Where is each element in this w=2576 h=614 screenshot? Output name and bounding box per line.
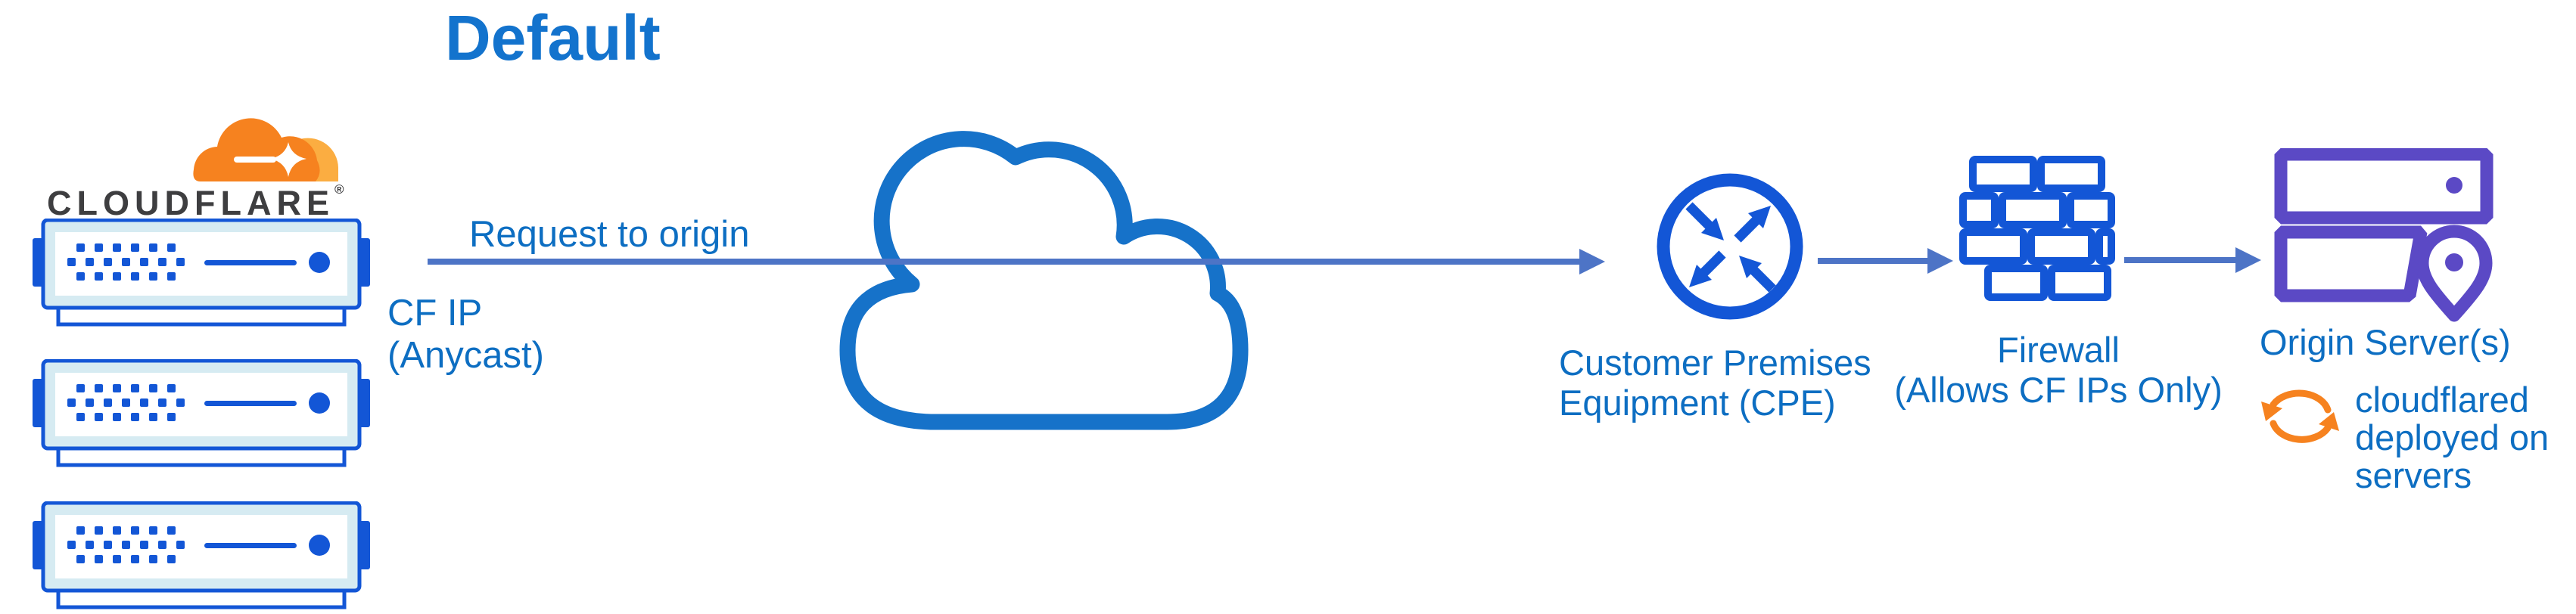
wordmark-text: CLOUDFLARE [47, 184, 334, 222]
cloudflared-note-line2: deployed on [2355, 417, 2550, 457]
cpe-label: Customer Premises Equipment (CPE) [1559, 343, 1871, 423]
cpe-router-icon [1657, 173, 1803, 320]
firewall-label: Firewall (Allows CF IPs Only) [1869, 330, 2248, 410]
request-to-origin-label: Request to origin [469, 214, 750, 255]
origin-servers-label: Origin Server(s) [2260, 322, 2511, 362]
firewall-label-line1: Firewall [1997, 330, 2120, 370]
cf-ip-anycast-label: CF IP (Anycast) [387, 292, 544, 377]
registered-mark: ® [334, 182, 344, 197]
cloudflare-logo-icon [193, 118, 338, 181]
origin-server-icon [2274, 148, 2494, 322]
arrow-firewall-to-origin [2124, 247, 2261, 273]
arrow-cpe-to-firewall [1818, 248, 1953, 274]
internet-cloud-icon [839, 131, 1249, 430]
firewall-label-line2: (Allows CF IPs Only) [1894, 370, 2223, 410]
anycast-line: (Anycast) [387, 335, 544, 376]
cpe-label-line2: Equipment (CPE) [1559, 383, 1836, 423]
firewall-icon [1959, 156, 2115, 301]
cf-ip-line: CF IP [387, 293, 483, 333]
cloudflare-wordmark: CLOUDFLARE® [47, 182, 344, 223]
edge-server-icon [33, 359, 370, 467]
edge-server-icon [33, 501, 370, 609]
cloudflared-sync-icon [2261, 389, 2339, 443]
cpe-label-line1: Customer Premises [1559, 343, 1871, 383]
cloudflared-note: cloudflared deployed on servers [2355, 381, 2549, 495]
edge-server-icon [33, 219, 370, 327]
cloudflared-note-line1: cloudflared [2355, 380, 2529, 420]
arrow-request-to-cpe [428, 249, 1605, 274]
page-title: Default [445, 2, 661, 73]
cloudflared-note-line3: servers [2355, 455, 2472, 495]
